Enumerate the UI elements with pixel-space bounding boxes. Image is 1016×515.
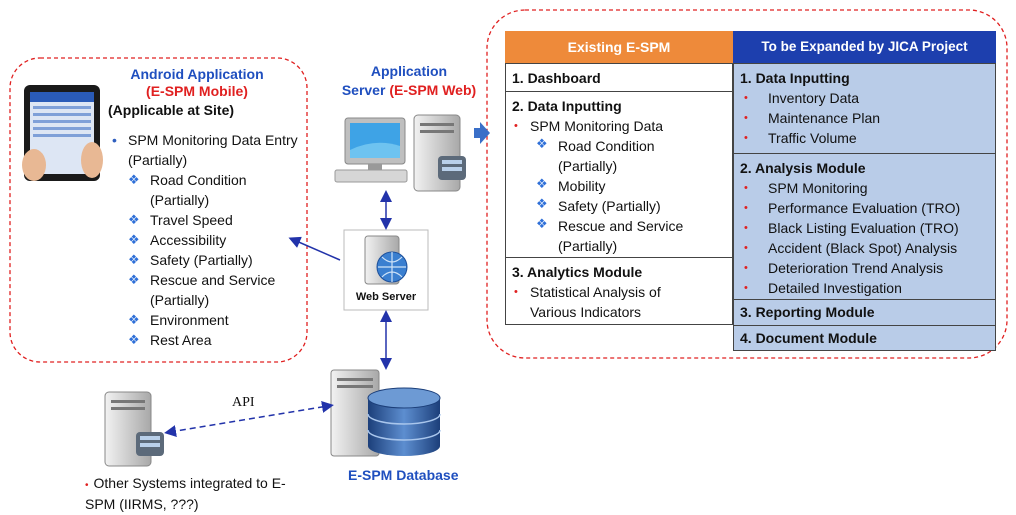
diamond-bullet-icon: ❖	[128, 312, 140, 327]
expanded-reporting-section: 3. Reporting Module	[734, 300, 995, 326]
list-item: ❖Safety (Partially)	[128, 252, 253, 268]
web-server-icon	[343, 229, 429, 311]
diamond-bullet-icon: ❖	[128, 172, 140, 187]
bullet-icon: •	[744, 132, 748, 144]
api-label: API	[232, 395, 255, 410]
web-server-label: Web Server	[355, 291, 417, 303]
diamond-bullet-icon: ❖	[128, 332, 140, 347]
expanded-analysis-section: 2. Analysis Module •SPM Monitoring •Perf…	[734, 154, 995, 300]
list-item: •Statistical Analysis of Various Indicat…	[514, 284, 661, 320]
diamond-bullet-icon: ❖	[128, 232, 140, 247]
other-server-icon	[104, 391, 164, 467]
app-server-icon	[334, 114, 466, 192]
other-systems-note: •Other Systems integrated to E-SPM (IIRM…	[85, 475, 286, 512]
bullet-icon: •	[744, 92, 748, 104]
android-title-line1: Android Application	[130, 66, 264, 82]
list-item: •Performance Evaluation (TRO)	[740, 198, 989, 218]
diamond-bullet-icon: ❖	[128, 252, 140, 267]
bullet-icon: •	[744, 182, 748, 194]
list-item: •SPM Monitoring Data	[514, 118, 664, 134]
expanded-data-inputting-section: 1. Data Inputting •Inventory Data •Maint…	[734, 64, 995, 154]
list-item: ❖Accessibility	[128, 232, 227, 248]
list-item: •Black Listing Evaluation (TRO)	[740, 218, 989, 238]
list-item: •Detailed Investigation	[740, 278, 989, 298]
arrow-to-web-panel	[474, 122, 490, 144]
bullet-icon: •	[514, 286, 518, 298]
connector-web-android	[288, 236, 341, 261]
diamond-bullet-icon: ❖	[128, 272, 140, 287]
list-item: ❖Rest Area	[128, 332, 212, 348]
bullet-icon: •	[744, 242, 748, 254]
bullet-icon: •	[85, 480, 89, 491]
bullet-icon: •	[744, 222, 748, 234]
list-item: ❖Rescue and Service (Partially)	[536, 216, 684, 254]
list-item: •Accident (Black Spot) Analysis	[740, 238, 989, 258]
database-icon	[330, 369, 441, 457]
existing-espm-column: 1. Dashboard 2. Data Inputting •SPM Moni…	[505, 63, 733, 325]
list-item: • SPM Monitoring Data Entry (Partially)	[112, 132, 298, 168]
bullet-icon: •	[744, 262, 748, 274]
connector-api	[164, 401, 334, 437]
existing-analytics-section: 3. Analytics Module •Statistical Analysi…	[506, 258, 732, 324]
list-item: ❖Travel Speed	[128, 212, 233, 228]
list-item: •Deterioration Trend Analysis	[740, 258, 989, 278]
bullet-icon: •	[744, 112, 748, 124]
list-item: ❖Road Condition (Partially)	[536, 136, 655, 174]
bullet-icon: •	[112, 132, 117, 148]
list-item: •Traffic Volume	[740, 128, 989, 148]
list-item: •Maintenance Plan	[740, 108, 989, 128]
bullet-icon: •	[514, 120, 518, 132]
diamond-bullet-icon: ❖	[128, 212, 140, 227]
list-item: •Inventory Data	[740, 88, 989, 108]
diamond-bullet-icon: ❖	[536, 196, 548, 211]
jica-expansion-column: 1. Data Inputting •Inventory Data •Maint…	[733, 63, 996, 351]
diamond-bullet-icon: ❖	[536, 216, 548, 231]
android-panel-border	[9, 57, 308, 363]
jica-expansion-header: To be Expanded by JICA Project	[733, 31, 996, 63]
existing-espm-header: Existing E-SPM	[505, 31, 733, 63]
list-item: •SPM Monitoring	[740, 178, 989, 198]
list-item: ❖Mobility	[536, 176, 606, 194]
diamond-bullet-icon: ❖	[536, 176, 548, 191]
list-item: ❖Road Condition (Partially)	[128, 172, 247, 208]
list-item: ❖Environment	[128, 312, 229, 328]
database-label: E-SPM Database	[348, 467, 459, 483]
diamond-bullet-icon: ❖	[536, 136, 548, 151]
list-item: ❖Safety (Partially)	[536, 196, 661, 214]
tablet-icon	[22, 85, 103, 181]
android-feature-list: • SPM Monitoring Data Entry (Partially) …	[112, 130, 302, 350]
expanded-document-section: 4. Document Module	[740, 330, 877, 346]
android-site-label: (Applicable at Site)	[108, 102, 235, 118]
android-app-title: Android Application (E-SPM Mobile)	[108, 66, 286, 100]
android-title-line2: (E-SPM Mobile)	[146, 83, 248, 99]
existing-data-inputting-section: 2. Data Inputting •SPM Monitoring Data ❖…	[506, 92, 732, 258]
app-server-label: Application Server (E-SPM Web)	[341, 63, 477, 98]
web-panel-border	[486, 9, 1008, 359]
existing-dashboard-section: 1. Dashboard	[506, 64, 732, 92]
bullet-icon: •	[744, 202, 748, 214]
list-item: ❖Rescue and Service (Partially)	[128, 272, 276, 308]
bullet-icon: •	[744, 282, 748, 294]
